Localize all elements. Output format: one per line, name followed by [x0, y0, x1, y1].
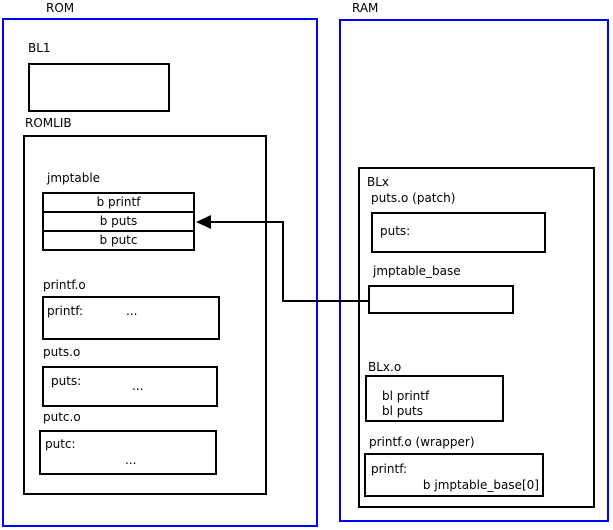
romlib-label: ROMLIB: [25, 116, 72, 130]
jmptable-label: jmptable: [47, 171, 101, 185]
jmptable-base-box: [368, 285, 514, 314]
puts-o-box: puts: ...: [42, 366, 218, 407]
blx-label: BLx: [367, 175, 390, 189]
puts-symbol: puts:: [51, 374, 82, 388]
putc-symbol: putc:: [45, 437, 76, 451]
blx-o-line2: bl puts: [382, 404, 423, 418]
bl1-label: BL1: [28, 41, 51, 55]
printf-wrapper-branch: b jmptable_base[0]: [422, 478, 539, 492]
puts-o-label: puts.o: [43, 345, 81, 359]
printf-wrapper-symbol: printf:: [371, 462, 408, 476]
puts-patch-label: puts.o (patch): [371, 191, 456, 205]
printf-wrapper-label: printf.o (wrapper): [369, 435, 475, 449]
putc-o-box: putc: ...: [39, 430, 217, 475]
printf-ellipsis: ...: [126, 304, 138, 318]
putc-ellipsis: ...: [125, 453, 137, 467]
blx-o-label: BLx.o: [368, 360, 402, 374]
printf-o-box: printf: ...: [42, 296, 220, 340]
ram-region-label: RAM: [352, 1, 379, 15]
rom-region-label: ROM: [46, 1, 75, 15]
jmptable-rows: b printf b puts b putc: [42, 192, 195, 251]
jmptable-row-putc: b putc: [42, 230, 195, 251]
bl1-box: [28, 63, 170, 112]
printf-o-label: printf.o: [43, 278, 86, 292]
printf-wrapper-box: printf: b jmptable_base[0]: [364, 453, 544, 497]
blx-o-box: bl printf bl puts: [365, 375, 504, 422]
puts-patch-symbol: puts:: [380, 224, 411, 238]
jmptable-base-label: jmptable_base: [373, 264, 461, 278]
blx-o-line1: bl printf: [382, 389, 430, 403]
putc-o-label: putc.o: [43, 410, 81, 424]
puts-patch-box: puts:: [371, 212, 546, 253]
blx-box: BLx puts.o (patch) puts: jmptable_base B…: [358, 167, 595, 508]
puts-ellipsis: ...: [132, 379, 144, 393]
printf-symbol: printf:: [47, 304, 84, 318]
jmptable-row-puts: b puts: [42, 211, 195, 232]
jmptable-row-printf: b printf: [42, 192, 195, 213]
